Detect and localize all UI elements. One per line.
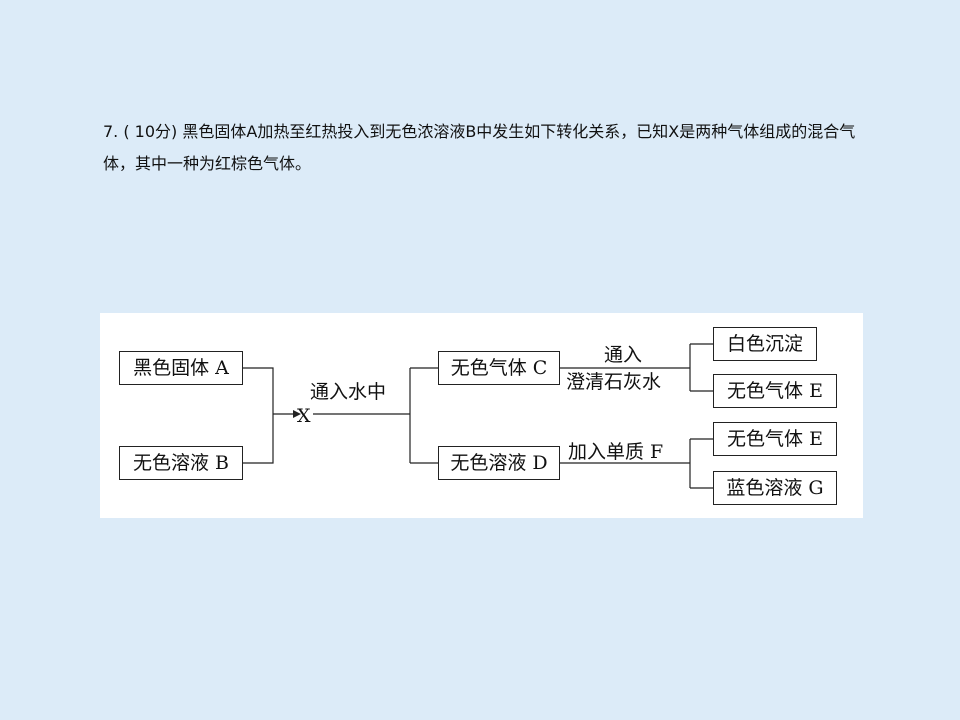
connector-lines [243,343,713,489]
label-pass-into: 通入 [604,344,643,366]
line-b [243,414,274,464]
label-into-water: 通入水中 [310,381,387,403]
flow-diagram: 黑色固体 A 无色溶液 B X 通入水中 无色气体 C 无色溶液 D 通入 澄清… [100,313,863,518]
line-a [243,367,274,414]
box-c: 无色气体 C [438,351,560,385]
box-e2: 无色气体 E [713,422,837,456]
box-d: 无色溶液 D [438,446,560,480]
label-add-f: 加入单质 F [568,441,664,463]
box-e1: 无色气体 E [713,374,837,408]
arrow-head [293,410,301,418]
box-b: 无色溶液 B [119,446,243,480]
box-a: 黑色固体 A [119,351,243,385]
label-x: X [297,405,311,427]
question-text: 7. ( 10分) 黑色固体A加热至红热投入到无色浓溶液B中发生如下转化关系，已… [103,122,856,173]
box-white-precipitate: 白色沉淀 [713,327,817,361]
label-limewater: 澄清石灰水 [566,371,662,393]
box-g: 蓝色溶液 G [713,471,837,505]
